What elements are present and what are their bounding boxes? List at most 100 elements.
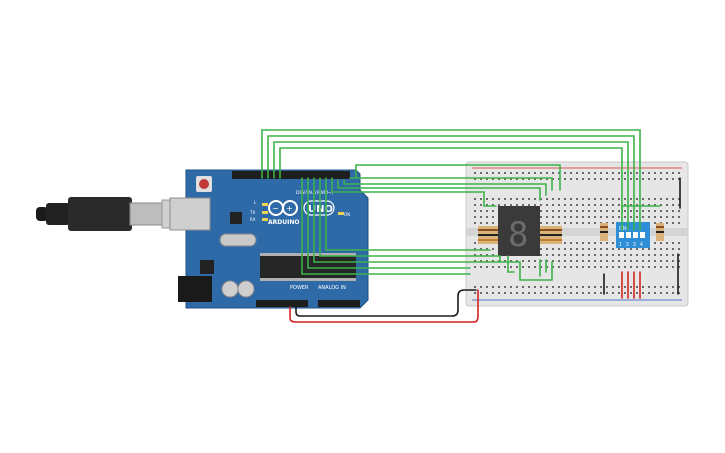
breadboard-hole[interactable] [648,266,650,268]
breadboard-hole[interactable] [666,286,668,288]
breadboard-hole[interactable] [498,260,500,262]
breadboard-hole[interactable] [624,248,626,250]
breadboard-hole[interactable] [594,242,596,244]
breadboard-hole[interactable] [630,292,632,294]
breadboard-hole[interactable] [648,172,650,174]
breadboard-hole[interactable] [570,210,572,212]
breadboard-hole[interactable] [582,266,584,268]
breadboard-hole[interactable] [612,292,614,294]
breadboard-hole[interactable] [558,222,560,224]
breadboard-hole[interactable] [594,216,596,218]
breadboard-hole[interactable] [678,248,680,250]
breadboard-hole[interactable] [504,260,506,262]
breadboard-hole[interactable] [522,178,524,180]
breadboard-hole[interactable] [642,210,644,212]
breadboard-hole[interactable] [492,198,494,200]
breadboard-hole[interactable] [648,286,650,288]
breadboard-hole[interactable] [666,266,668,268]
breadboard-hole[interactable] [618,292,620,294]
breadboard-hole[interactable] [576,210,578,212]
breadboard-hole[interactable] [558,178,560,180]
breadboard-hole[interactable] [660,178,662,180]
breadboard-hole[interactable] [540,260,542,262]
breadboard-hole[interactable] [558,210,560,212]
breadboard-hole[interactable] [486,266,488,268]
breadboard-hole[interactable] [552,254,554,256]
breadboard-hole[interactable] [522,204,524,206]
breadboard-hole[interactable] [570,178,572,180]
breadboard-hole[interactable] [480,216,482,218]
breadboard-hole[interactable] [654,254,656,256]
breadboard-hole[interactable] [678,292,680,294]
breadboard-hole[interactable] [576,242,578,244]
breadboard-hole[interactable] [576,292,578,294]
breadboard-hole[interactable] [666,210,668,212]
breadboard-hole[interactable] [492,172,494,174]
breadboard-hole[interactable] [624,266,626,268]
breadboard-hole[interactable] [666,216,668,218]
breadboard-hole[interactable] [582,222,584,224]
breadboard-hole[interactable] [522,292,524,294]
breadboard-hole[interactable] [552,222,554,224]
breadboard-hole[interactable] [486,204,488,206]
breadboard-hole[interactable] [486,292,488,294]
breadboard-hole[interactable] [558,172,560,174]
breadboard-hole[interactable] [606,254,608,256]
breadboard-hole[interactable] [612,242,614,244]
breadboard-hole[interactable] [534,198,536,200]
breadboard-hole[interactable] [636,216,638,218]
breadboard-hole[interactable] [678,286,680,288]
breadboard-hole[interactable] [636,178,638,180]
breadboard-hole[interactable] [606,286,608,288]
breadboard-hole[interactable] [636,292,638,294]
breadboard-hole[interactable] [672,178,674,180]
breadboard-hole[interactable] [606,210,608,212]
breadboard-hole[interactable] [600,248,602,250]
breadboard-hole[interactable] [552,248,554,250]
breadboard-hole[interactable] [678,242,680,244]
breadboard-hole[interactable] [486,198,488,200]
breadboard-hole[interactable] [666,292,668,294]
breadboard-hole[interactable] [546,210,548,212]
breadboard-hole[interactable] [678,260,680,262]
breadboard-hole[interactable] [642,204,644,206]
breadboard-hole[interactable] [660,260,662,262]
breadboard-hole[interactable] [510,172,512,174]
breadboard-hole[interactable] [648,248,650,250]
breadboard-hole[interactable] [588,198,590,200]
breadboard-hole[interactable] [498,204,500,206]
breadboard-hole[interactable] [570,254,572,256]
breadboard-hole[interactable] [576,198,578,200]
breadboard-hole[interactable] [582,248,584,250]
breadboard-hole[interactable] [564,260,566,262]
breadboard-hole[interactable] [648,210,650,212]
breadboard-hole[interactable] [600,292,602,294]
breadboard-hole[interactable] [474,210,476,212]
breadboard-hole[interactable] [576,248,578,250]
breadboard-hole[interactable] [486,260,488,262]
breadboard-hole[interactable] [630,248,632,250]
breadboard-hole[interactable] [654,260,656,262]
breadboard-hole[interactable] [570,292,572,294]
breadboard-hole[interactable] [576,286,578,288]
breadboard-hole[interactable] [504,266,506,268]
breadboard-hole[interactable] [582,204,584,206]
breadboard-hole[interactable] [480,286,482,288]
breadboard-hole[interactable] [666,242,668,244]
breadboard-hole[interactable] [642,266,644,268]
breadboard-hole[interactable] [630,198,632,200]
breadboard-hole[interactable] [486,216,488,218]
breadboard-hole[interactable] [630,216,632,218]
breadboard-hole[interactable] [678,172,680,174]
breadboard-hole[interactable] [564,248,566,250]
breadboard-hole[interactable] [594,178,596,180]
breadboard-hole[interactable] [510,266,512,268]
breadboard-hole[interactable] [510,178,512,180]
breadboard-hole[interactable] [558,260,560,262]
breadboard-hole[interactable] [624,210,626,212]
breadboard-hole[interactable] [672,242,674,244]
breadboard-hole[interactable] [624,260,626,262]
breadboard-hole[interactable] [552,260,554,262]
breadboard-hole[interactable] [678,254,680,256]
breadboard-hole[interactable] [672,210,674,212]
